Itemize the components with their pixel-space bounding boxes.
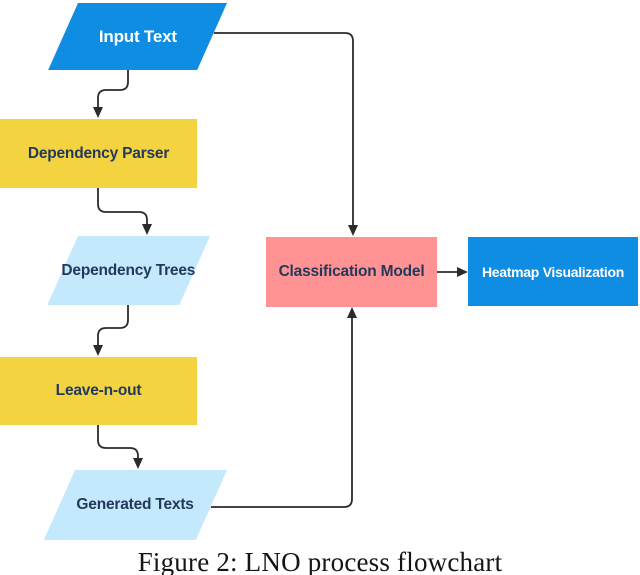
- node-dependency-parser-label: Dependency Parser: [27, 144, 170, 162]
- connector-classification-to-heatmap: [437, 267, 468, 277]
- arrowhead-icon: [93, 107, 103, 118]
- node-input-text-label: Input Text: [98, 26, 177, 46]
- connector-parser-to-trees: [97, 188, 152, 235]
- node-classification-model-label: Classification Model: [278, 263, 425, 280]
- connector-input-to-classification: [214, 32, 358, 236]
- arrowhead-icon: [348, 225, 358, 236]
- arrowhead-icon: [133, 458, 143, 469]
- node-dependency-trees-label: Dependency Trees: [61, 261, 196, 279]
- node-input-text: Input Text: [48, 3, 227, 70]
- arrowhead-icon: [457, 267, 468, 277]
- connector-generated-to-classification: [211, 307, 357, 508]
- figure-caption: Figure 2: LNO process flowchart: [137, 547, 503, 575]
- node-heatmap-visualization-label: Heatmap Visualization: [481, 263, 625, 280]
- node-dependency-trees: Dependency Trees: [47, 236, 210, 305]
- connector-leave-to-generated: [97, 425, 143, 469]
- node-dependency-parser: Dependency Parser: [0, 119, 197, 188]
- node-classification-model: Classification Model: [266, 237, 437, 307]
- node-generated-texts: Generated Texts: [43, 470, 228, 540]
- node-heatmap-visualization: Heatmap Visualization: [468, 237, 638, 306]
- arrowhead-icon: [93, 345, 103, 356]
- node-leave-n-out: Leave-n-out: [0, 357, 197, 425]
- connector-trees-to-leave: [93, 305, 129, 356]
- node-leave-n-out-label: Leave-n-out: [55, 382, 142, 399]
- arrowhead-icon: [347, 307, 357, 318]
- connector-input-to-parser: [93, 70, 129, 118]
- arrowhead-icon: [142, 224, 152, 235]
- node-generated-texts-label: Generated Texts: [76, 496, 195, 513]
